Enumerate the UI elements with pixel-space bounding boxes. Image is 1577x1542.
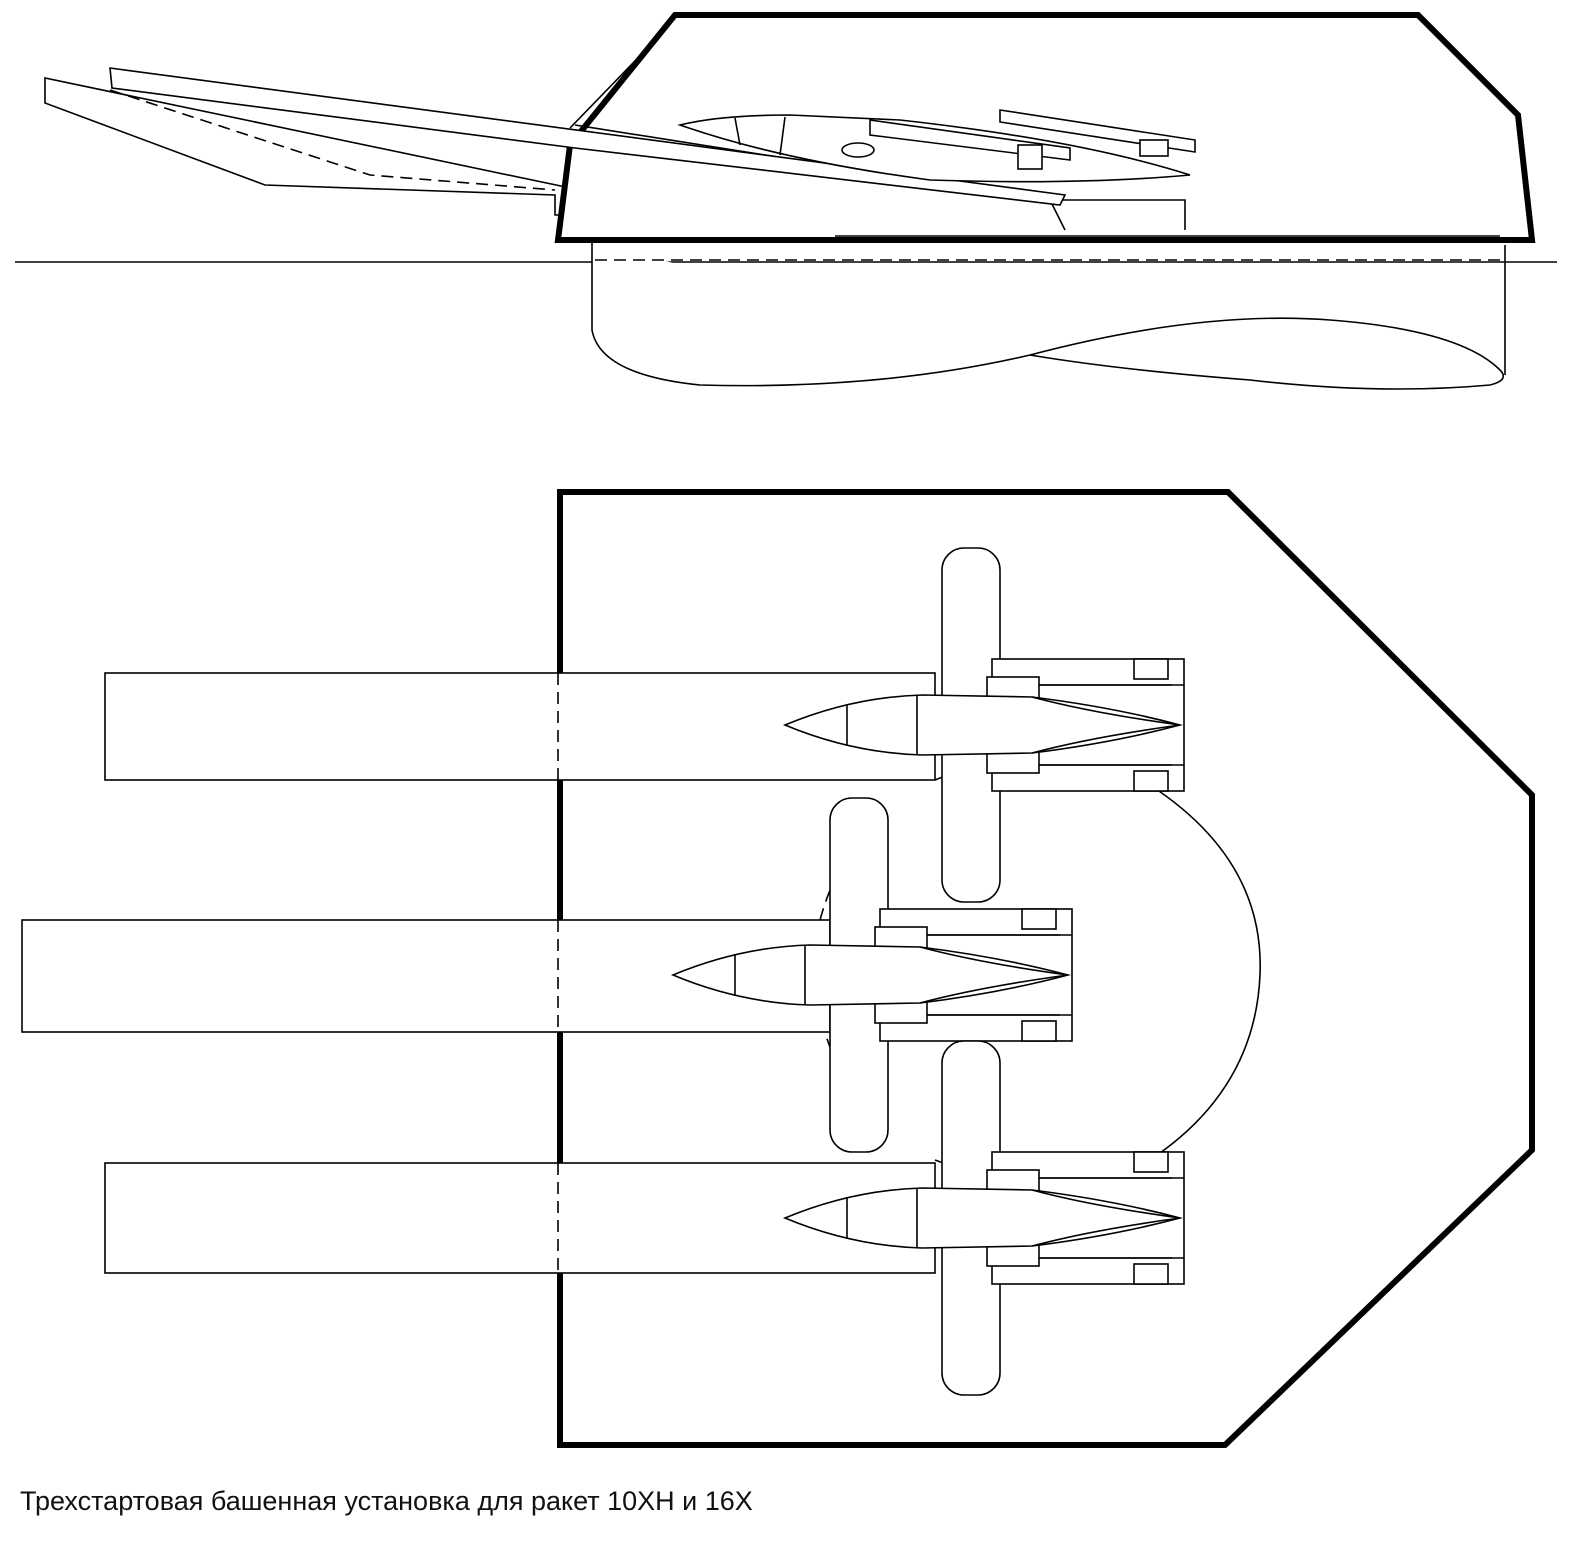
side-view [15, 12, 1557, 390]
figure-caption: Трехстартовая башенная установка для рак… [20, 1486, 753, 1516]
missile-seam [779, 116, 786, 156]
rack-side-2 [1017, 144, 1043, 170]
missile-side [677, 114, 1191, 183]
rail-hidden-line [109, 89, 556, 191]
turret-edge [569, 29, 666, 129]
missile-seam [734, 117, 741, 146]
missile-hatch [841, 142, 875, 158]
turret-top [557, 489, 1535, 1448]
top-view [21, 489, 1535, 1448]
rack-side [1139, 139, 1169, 157]
hull-section [591, 242, 1506, 390]
